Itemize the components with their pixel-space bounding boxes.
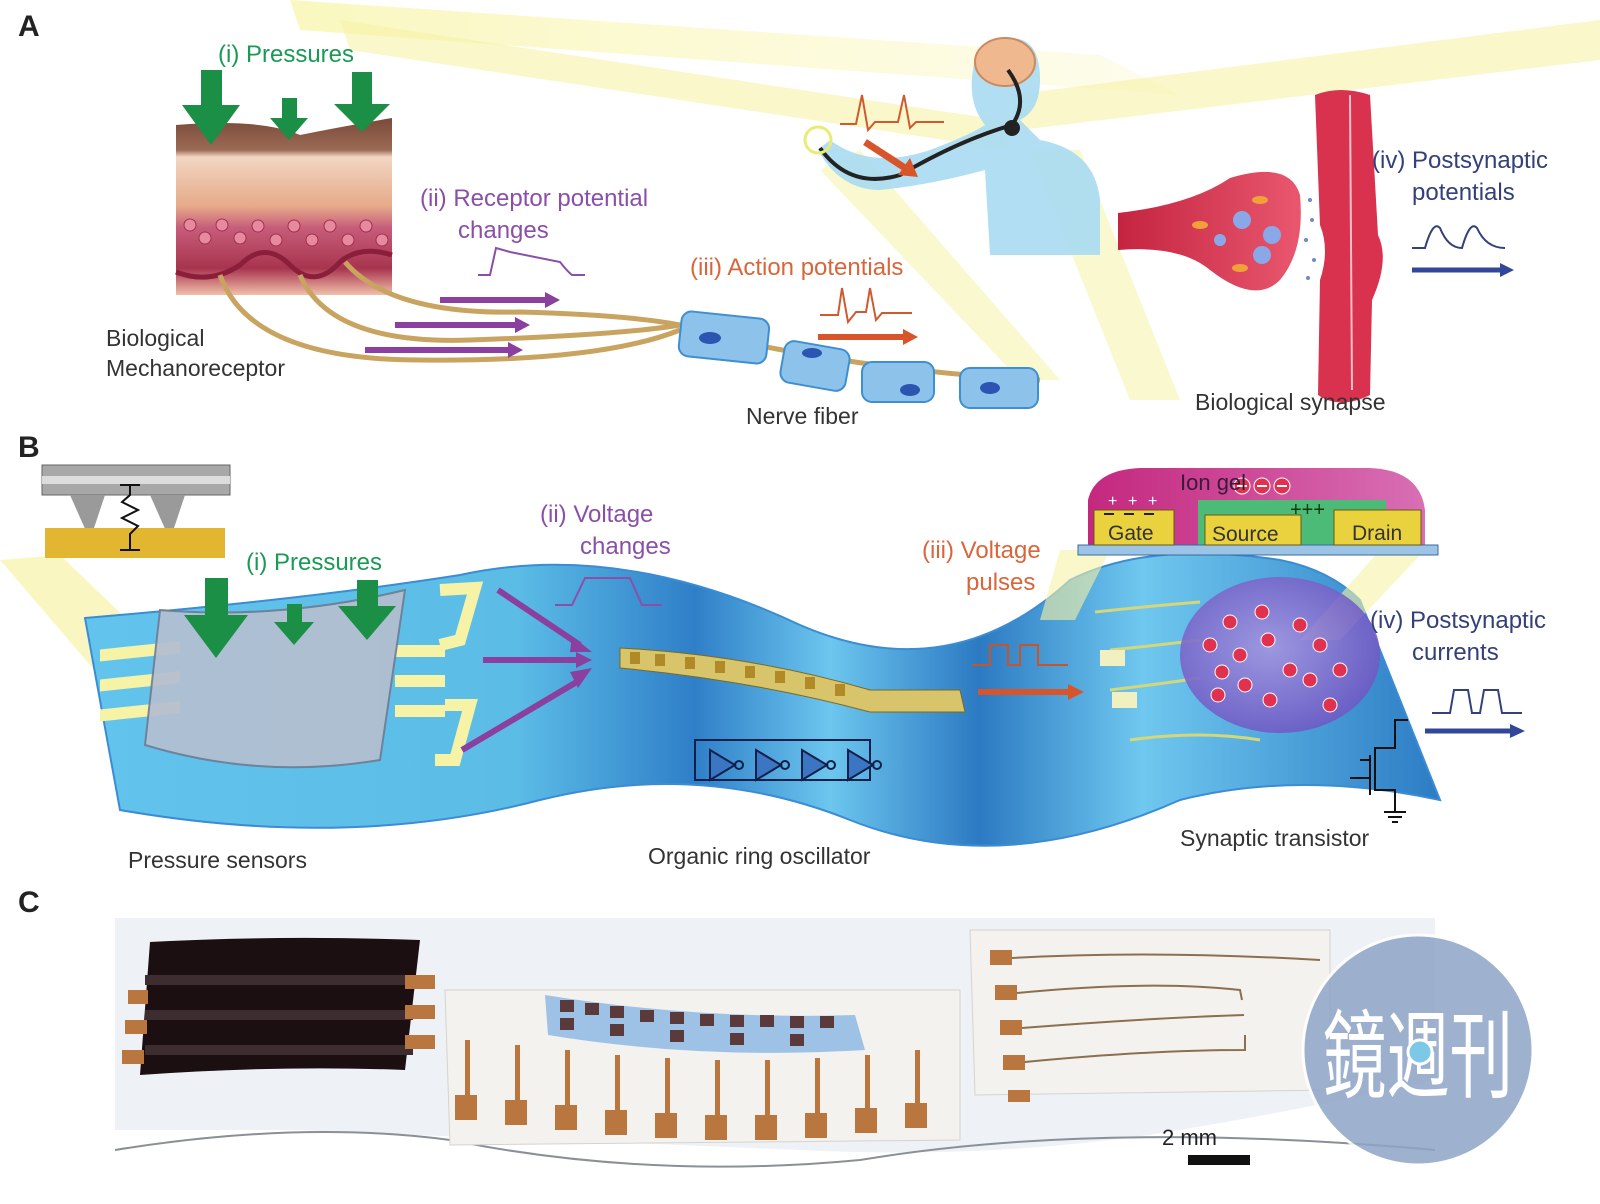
postsynaptic-current-arrow-head [1510, 724, 1525, 738]
postsynaptic-potential-waveform [1412, 225, 1506, 250]
glow-beam [820, 150, 1060, 380]
device-photo [114, 918, 1436, 1168]
ring-oscillator-label: Organic ring oscillator [648, 843, 871, 869]
human-figure [803, 37, 1100, 256]
a-postsynaptic-line1: (iv) Postsynaptic [1372, 147, 1548, 174]
svg-text:+: + [1148, 493, 1157, 510]
voltage-pulses-line2: pulses [966, 569, 1035, 596]
pressure-arrows-b [184, 578, 396, 658]
nerve-fiber-label: Nerve fiber [746, 403, 859, 429]
voltage-step-waveform [555, 577, 662, 606]
gate-label: Gate [1108, 522, 1154, 545]
glow-beam [1010, 20, 1600, 130]
a-pressures-label: (i) Pressures [218, 41, 354, 68]
scale-bar [1188, 1155, 1250, 1165]
b-postsynaptic-line2: currents [1412, 639, 1499, 666]
ring-oscillator-chip [619, 647, 966, 713]
mechano-label-line1: Biological [106, 325, 204, 351]
biological-synapse-label: Biological synapse [1195, 389, 1386, 415]
panel-c-letter: C [18, 886, 40, 919]
watermark-logo: 鏡週刊 [1301, 933, 1535, 1167]
inverter-ring-schematic [694, 739, 882, 782]
mechano-label-line2: Mechanoreceptor [106, 355, 285, 381]
action-waveform [820, 287, 912, 325]
receptor-label-line1: (ii) Receptor potential [420, 185, 648, 212]
voltage-changes-line2: changes [580, 533, 671, 560]
pulse-arrow-head [1068, 684, 1084, 700]
brain-signal-waveform [840, 94, 944, 133]
signal-arrow [863, 139, 907, 171]
receptor-arrows [365, 292, 560, 358]
svg-text:+: + [1128, 493, 1137, 510]
glow-beam [290, 0, 1180, 95]
b-postsynaptic-line1: (iv) Postsynaptic [1370, 607, 1546, 634]
ion-gel-label: Ion gel [1180, 470, 1246, 495]
voltage-arrow-heads [570, 636, 592, 688]
action-arrow-head [903, 329, 918, 345]
panel-a-letter: A [18, 10, 40, 43]
receptor-waveform [478, 246, 585, 276]
a-postsynaptic-line2: potentials [1412, 179, 1515, 206]
source-label: Source [1212, 523, 1279, 546]
svg-text:+: + [1108, 493, 1117, 510]
glow-beam [340, 20, 1010, 150]
b-pressures-label: (i) Pressures [246, 549, 382, 576]
voltage-pulses-line1: (iii) Voltage [922, 537, 1041, 564]
pressure-arrow-icon [182, 70, 240, 145]
scale-bar-label: 2 mm [1162, 1125, 1217, 1150]
voltage-arrows [460, 587, 582, 753]
skin-cross-section [175, 118, 393, 295]
pressure-arrow-icon [184, 578, 248, 658]
flexible-substrate [83, 552, 1442, 847]
postsynaptic-current-waveform [1432, 689, 1522, 714]
channel-charge-label: +++ [1290, 499, 1325, 521]
pressure-sensors-label: Pressure sensors [128, 847, 307, 873]
transistor-inset: + + + [1040, 468, 1439, 640]
postsynaptic-arrow-head [1500, 263, 1514, 277]
voltage-pulse-waveform [972, 644, 1068, 666]
synaptic-transistor-label: Synaptic transistor [1180, 825, 1370, 851]
drain-label: Drain [1352, 522, 1402, 545]
panel-b-letter: B [18, 431, 40, 464]
pressure-arrow-icon [334, 72, 390, 132]
biological-synapse-illustration [1118, 90, 1383, 403]
synaptic-transistor-dome [1094, 577, 1380, 742]
receptor-label-line2: changes [458, 217, 549, 244]
voltage-changes-line1: (ii) Voltage [540, 501, 653, 528]
myelin-sheaths [677, 310, 1039, 409]
pressure-arrow-icon [274, 604, 314, 645]
action-potentials-label: (iii) Action potentials [690, 254, 903, 281]
transistor-schematic [1350, 719, 1408, 823]
pressure-arrows-a [182, 70, 390, 145]
pressure-arrow-icon [270, 98, 308, 140]
pressure-arrow-icon [338, 580, 396, 640]
signal-arrow-head [898, 158, 918, 177]
